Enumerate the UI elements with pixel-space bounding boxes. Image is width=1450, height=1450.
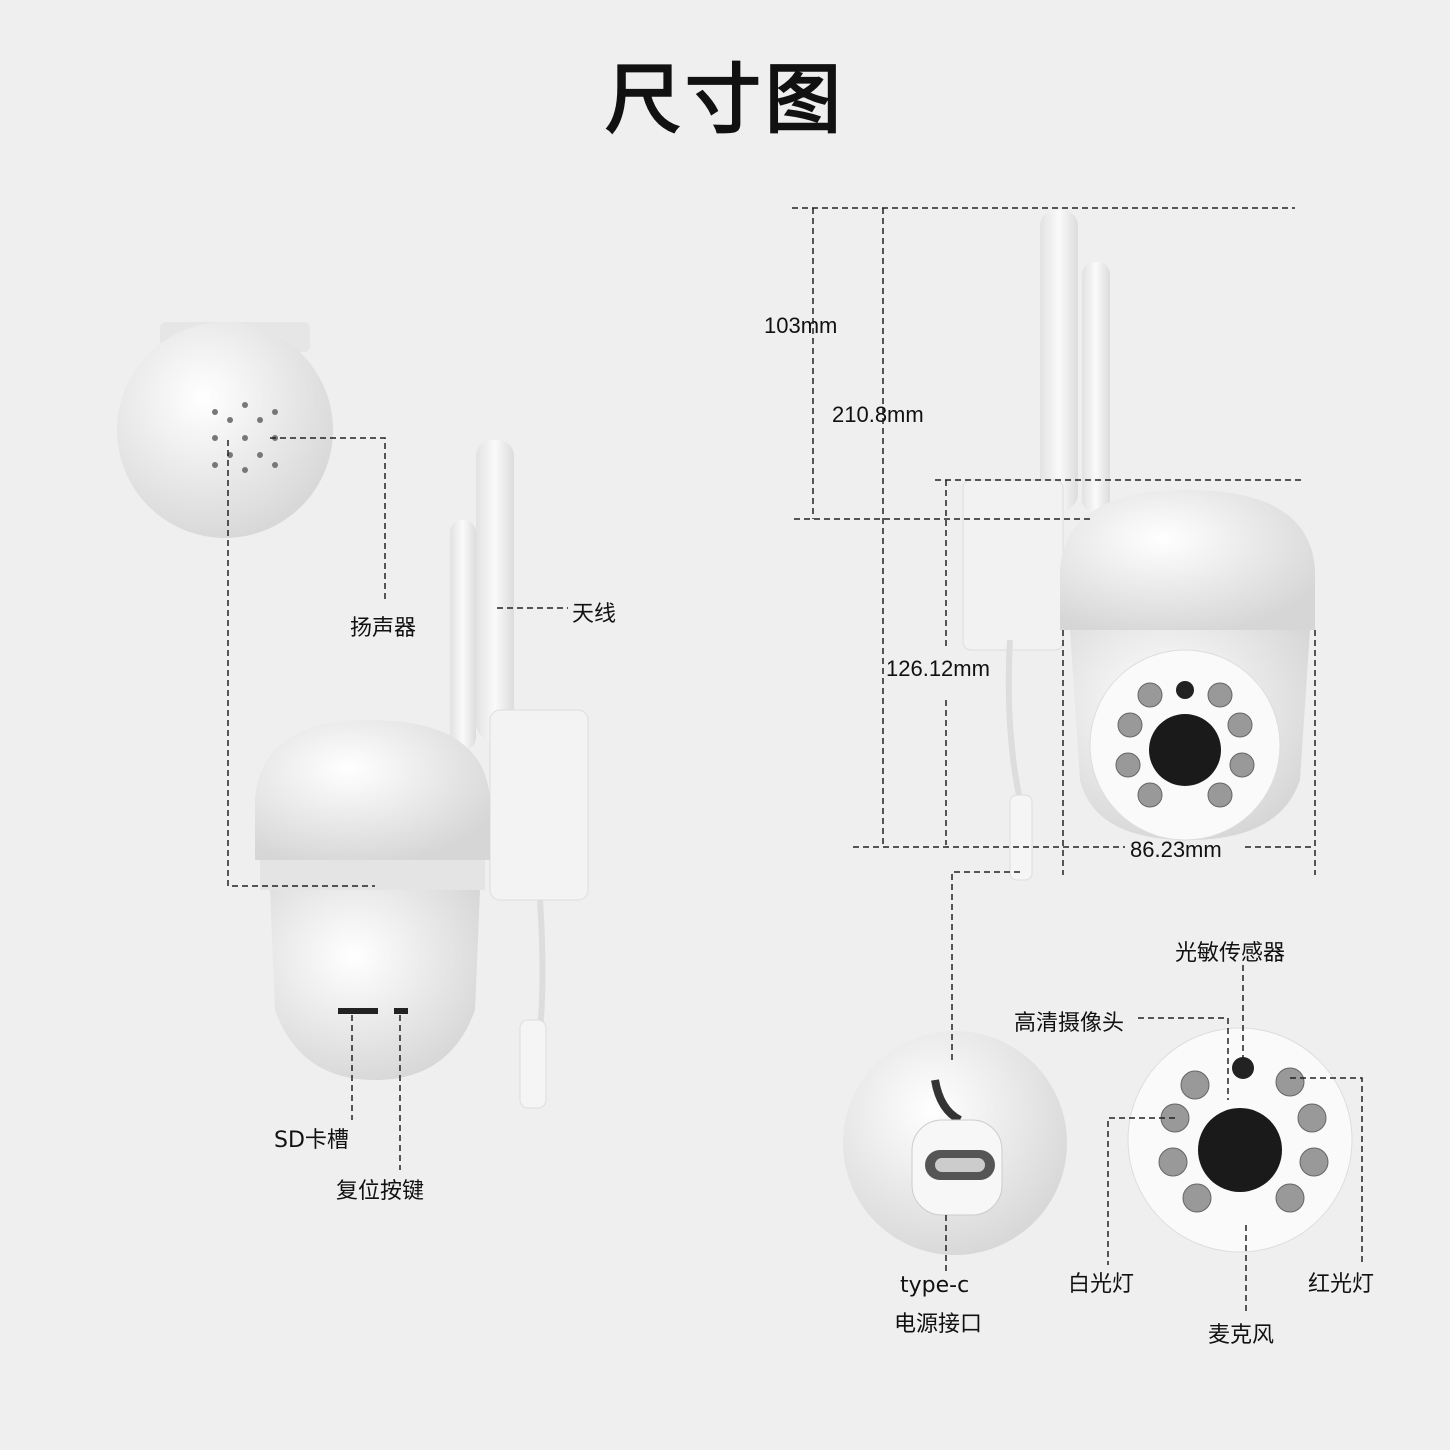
label-red-light: 红光灯	[1308, 1272, 1375, 1297]
label-microphone: 麦克风	[1208, 1323, 1275, 1348]
label-sd-slot: SD卡槽	[274, 1128, 349, 1153]
label-antenna: 天线	[572, 602, 617, 627]
dim-total-height: 210.8mm	[832, 402, 924, 427]
dim-body-height: 126.12mm	[886, 656, 990, 681]
label-power-port: 电源接口	[894, 1312, 983, 1337]
dim-antenna-height: 103mm	[764, 313, 838, 338]
label-white-light: 白光灯	[1068, 1272, 1135, 1297]
page-title: 尺寸图	[605, 55, 845, 144]
label-reset-button: 复位按键	[336, 1179, 425, 1204]
lens-closeup	[1127, 1027, 1353, 1253]
label-type-c: type-c	[900, 1273, 970, 1298]
speaker-closeup	[117, 322, 333, 538]
camera-rear-view	[255, 440, 589, 1109]
label-light-sensor: 光敏传感器	[1175, 941, 1286, 966]
label-speaker: 扬声器	[350, 616, 417, 641]
label-hd-camera: 高清摄像头	[1014, 1011, 1125, 1036]
leader-lines	[227, 207, 1363, 1315]
camera-front-view	[962, 210, 1315, 881]
dim-width: 86.23mm	[1130, 837, 1222, 862]
type-c-closeup	[843, 1031, 1067, 1255]
